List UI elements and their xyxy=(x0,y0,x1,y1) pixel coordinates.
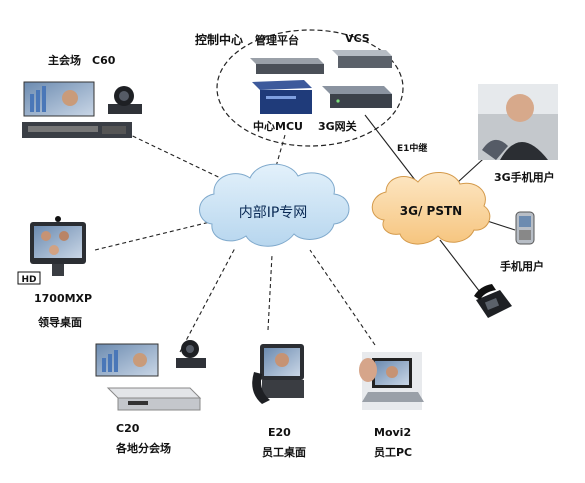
pstn-cloud-label: 3G/ PSTN xyxy=(400,204,462,218)
movi-laptop xyxy=(359,352,424,410)
e20-phone xyxy=(252,344,304,404)
mobile-handset xyxy=(515,211,535,245)
user-3g-photo xyxy=(478,84,558,160)
leader-model: 1700MXP xyxy=(34,292,92,305)
link-movi xyxy=(309,249,376,346)
ip-cloud-label: 内部IP专网 xyxy=(239,205,308,221)
gateway-label: 3G网关 xyxy=(318,119,357,133)
hd-badge: HD xyxy=(17,271,41,285)
user-3g-name: 3G手机用户 xyxy=(494,170,555,184)
main-venue-model: C60 xyxy=(92,54,116,67)
ip-cloud: 内部IP专网 xyxy=(199,163,350,247)
staff-pc-model: Movi2 xyxy=(374,426,411,439)
c20-camera xyxy=(176,340,206,368)
c20-screen xyxy=(95,343,159,377)
leader-name: 领导桌面 xyxy=(37,315,82,329)
gateway-device xyxy=(322,86,392,108)
c20-codec xyxy=(106,387,202,411)
svg-text:HD: HD xyxy=(21,275,36,285)
staff-desk-model: E20 xyxy=(268,426,291,439)
pstn-cloud: 3G/ PSTN xyxy=(371,172,491,245)
mgmt-platform-device xyxy=(250,58,324,74)
link-phone xyxy=(439,239,481,293)
staff-desk-name: 员工桌面 xyxy=(262,445,306,459)
branch-model: C20 xyxy=(116,422,140,435)
control-center-title: 控制中心 xyxy=(195,32,243,47)
link-c60 xyxy=(119,129,236,186)
link-c20 xyxy=(179,247,236,353)
c60-codec xyxy=(22,122,132,138)
main-venue-name: 主会场 xyxy=(48,53,81,67)
branch-name: 各地分会场 xyxy=(115,441,171,455)
mcu-device xyxy=(252,80,312,114)
vcs-device xyxy=(332,50,392,68)
mobile-user-name: 手机用户 xyxy=(500,259,544,273)
mcu-label: 中心MCU xyxy=(253,119,303,133)
link-e1 xyxy=(364,114,416,181)
link-e20 xyxy=(267,254,273,331)
desk-phone xyxy=(474,284,512,318)
staff-pc-name: 员工PC xyxy=(374,446,412,459)
c60-screen xyxy=(23,81,95,117)
mxp-1700-terminal xyxy=(30,216,86,276)
mgmt-platform-label: 管理平台 xyxy=(255,33,299,47)
vcs-label: VCS xyxy=(345,32,370,45)
e1-label: E1中继 xyxy=(397,142,427,154)
c60-camera xyxy=(108,86,142,114)
control-center-boundary xyxy=(216,29,404,147)
link-1700mxp xyxy=(94,221,211,251)
